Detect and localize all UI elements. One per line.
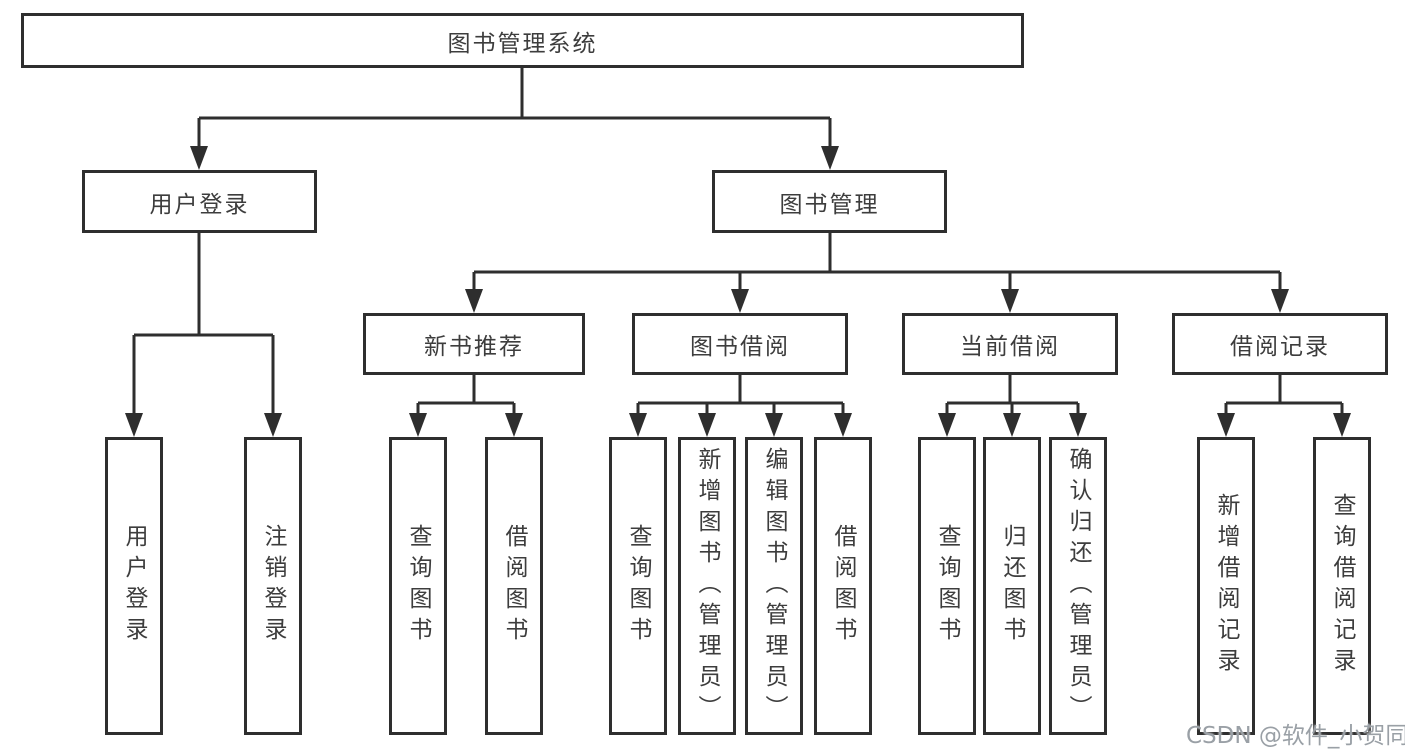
leaf-label: 查询图书 xyxy=(625,524,651,648)
node-book-management: 图书管理 xyxy=(712,170,947,233)
leaf-borrow-add-books-admin: 新增图书（管理员） xyxy=(678,437,736,735)
leaf-records-add-borrow-record: 新增借阅记录 xyxy=(1197,437,1255,735)
leaf-label: 确认归还（管理员） xyxy=(1065,446,1091,726)
node-user-login: 用户登录 xyxy=(82,170,317,233)
leaf-logout: 注销登录 xyxy=(244,437,302,735)
leaf-label: 用户登录 xyxy=(121,524,147,648)
leaf-records-query-borrow-record: 查询借阅记录 xyxy=(1313,437,1371,735)
leaf-label: 查询借阅记录 xyxy=(1329,493,1355,679)
leaf-label: 新增借阅记录 xyxy=(1213,493,1239,679)
leaf-label: 新增图书（管理员） xyxy=(694,446,720,726)
leaf-current-confirm-return-admin: 确认归还（管理员） xyxy=(1049,437,1107,735)
leaf-user-login: 用户登录 xyxy=(105,437,163,735)
leaf-recommend-query-books: 查询图书 xyxy=(389,437,447,735)
leaf-borrow-query-books: 查询图书 xyxy=(609,437,667,735)
leaf-borrow-edit-books-admin: 编辑图书（管理员） xyxy=(745,437,803,735)
node-label: 当前借阅 xyxy=(960,334,1060,360)
leaf-recommend-borrow-books: 借阅图书 xyxy=(485,437,543,735)
node-label: 图书管理系统 xyxy=(447,30,598,57)
node-new-book-recommend: 新书推荐 xyxy=(363,313,585,375)
node-current-borrow: 当前借阅 xyxy=(902,313,1118,375)
node-library-management-system: 图书管理系统 xyxy=(21,13,1024,68)
csdn-watermark: CSDN @软件_小贺同学 xyxy=(1186,723,1405,749)
node-label: 借阅记录 xyxy=(1230,334,1330,360)
leaf-label: 查询图书 xyxy=(934,524,960,648)
arrowheads xyxy=(125,146,1351,437)
leaf-label: 借阅图书 xyxy=(830,524,856,648)
leaf-label: 查询图书 xyxy=(405,524,431,648)
node-book-borrow: 图书借阅 xyxy=(632,313,848,375)
node-label: 图书管理 xyxy=(779,191,880,218)
node-borrow-records: 借阅记录 xyxy=(1172,313,1388,375)
leaf-label: 注销登录 xyxy=(260,524,286,648)
leaf-label: 编辑图书（管理员） xyxy=(761,446,787,726)
leaf-borrow-borrow-books: 借阅图书 xyxy=(814,437,872,735)
node-label: 图书借阅 xyxy=(690,334,790,360)
leaf-label: 归还图书 xyxy=(999,524,1025,648)
node-label: 用户登录 xyxy=(149,191,250,218)
node-label: 新书推荐 xyxy=(424,334,524,360)
leaf-label: 借阅图书 xyxy=(501,524,527,648)
leaf-current-query-books: 查询图书 xyxy=(918,437,976,735)
leaf-current-return-books: 归还图书 xyxy=(983,437,1041,735)
